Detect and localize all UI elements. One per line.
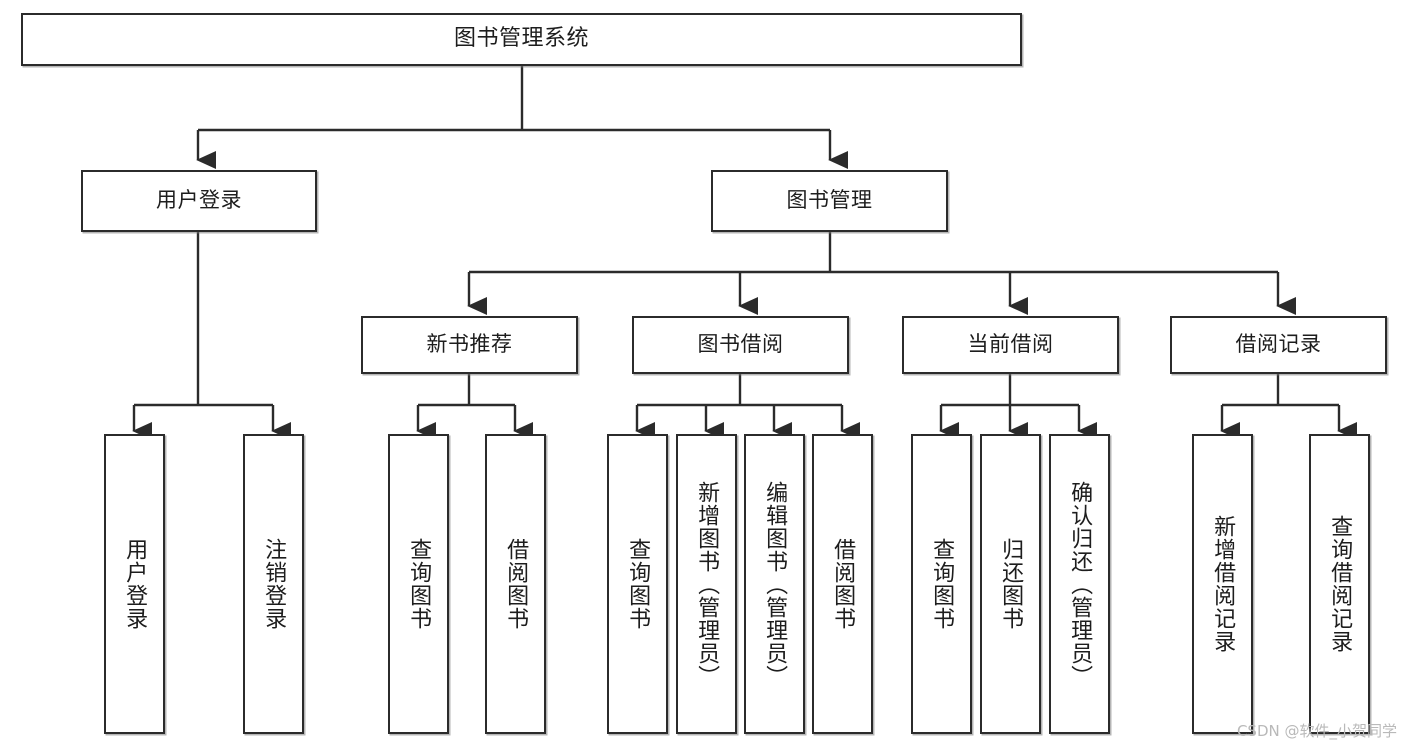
node-label: 查询借阅记录 bbox=[1327, 515, 1353, 653]
node-label: 确认归还（管理员） bbox=[1067, 480, 1093, 688]
leaf-search-borrow-record[interactable]: 查询借阅记录 bbox=[1309, 434, 1370, 734]
node-label: 归还图书 bbox=[998, 538, 1024, 630]
leaf-user-logout[interactable]: 注销登录 bbox=[243, 434, 304, 734]
leaf-search-book-current[interactable]: 查询图书 bbox=[911, 434, 972, 734]
watermark-text: CSDN @软件_小贺同学 bbox=[1236, 722, 1397, 740]
node-label: 用户登录 bbox=[156, 188, 242, 213]
node-label: 新增借阅记录 bbox=[1210, 515, 1236, 653]
leaf-borrow-book[interactable]: 借阅图书 bbox=[812, 434, 873, 734]
leaf-add-borrow-record[interactable]: 新增借阅记录 bbox=[1192, 434, 1253, 734]
node-label: 图书管理系统 bbox=[453, 26, 589, 52]
node-label: 新书推荐 bbox=[426, 332, 513, 357]
node-user-login[interactable]: 用户登录 bbox=[81, 170, 317, 232]
node-label: 图书管理 bbox=[786, 188, 873, 213]
node-label: 借阅记录 bbox=[1235, 332, 1322, 357]
leaf-user-login[interactable]: 用户登录 bbox=[104, 434, 165, 734]
leaf-borrow-book-new[interactable]: 借阅图书 bbox=[485, 434, 546, 734]
node-label: 编辑图书（管理员） bbox=[762, 480, 788, 688]
leaf-search-book-borrow[interactable]: 查询图书 bbox=[607, 434, 668, 734]
node-borrow-record[interactable]: 借阅记录 bbox=[1170, 316, 1387, 374]
node-label: 借阅图书 bbox=[503, 538, 529, 630]
node-label: 当前借阅 bbox=[967, 332, 1054, 357]
node-label: 查询图书 bbox=[929, 538, 955, 630]
leaf-return-book[interactable]: 归还图书 bbox=[980, 434, 1041, 734]
node-new-book-recommend[interactable]: 新书推荐 bbox=[361, 316, 578, 374]
leaf-edit-book-admin[interactable]: 编辑图书（管理员） bbox=[744, 434, 805, 734]
node-current-borrow[interactable]: 当前借阅 bbox=[902, 316, 1119, 374]
node-label: 查询图书 bbox=[625, 538, 651, 630]
node-label: 注销登录 bbox=[261, 538, 287, 630]
leaf-confirm-return-admin[interactable]: 确认归还（管理员） bbox=[1049, 434, 1110, 734]
node-book-management[interactable]: 图书管理 bbox=[711, 170, 948, 232]
node-book-borrow[interactable]: 图书借阅 bbox=[632, 316, 849, 374]
node-label: 图书借阅 bbox=[697, 332, 784, 357]
leaf-add-book-admin[interactable]: 新增图书（管理员） bbox=[676, 434, 737, 734]
node-label: 新增图书（管理员） bbox=[694, 480, 720, 688]
leaf-search-book-new[interactable]: 查询图书 bbox=[388, 434, 449, 734]
node-label: 用户登录 bbox=[122, 538, 148, 630]
node-label: 查询图书 bbox=[406, 538, 432, 630]
node-root-system[interactable]: 图书管理系统 bbox=[21, 13, 1022, 66]
node-label: 借阅图书 bbox=[830, 538, 856, 630]
